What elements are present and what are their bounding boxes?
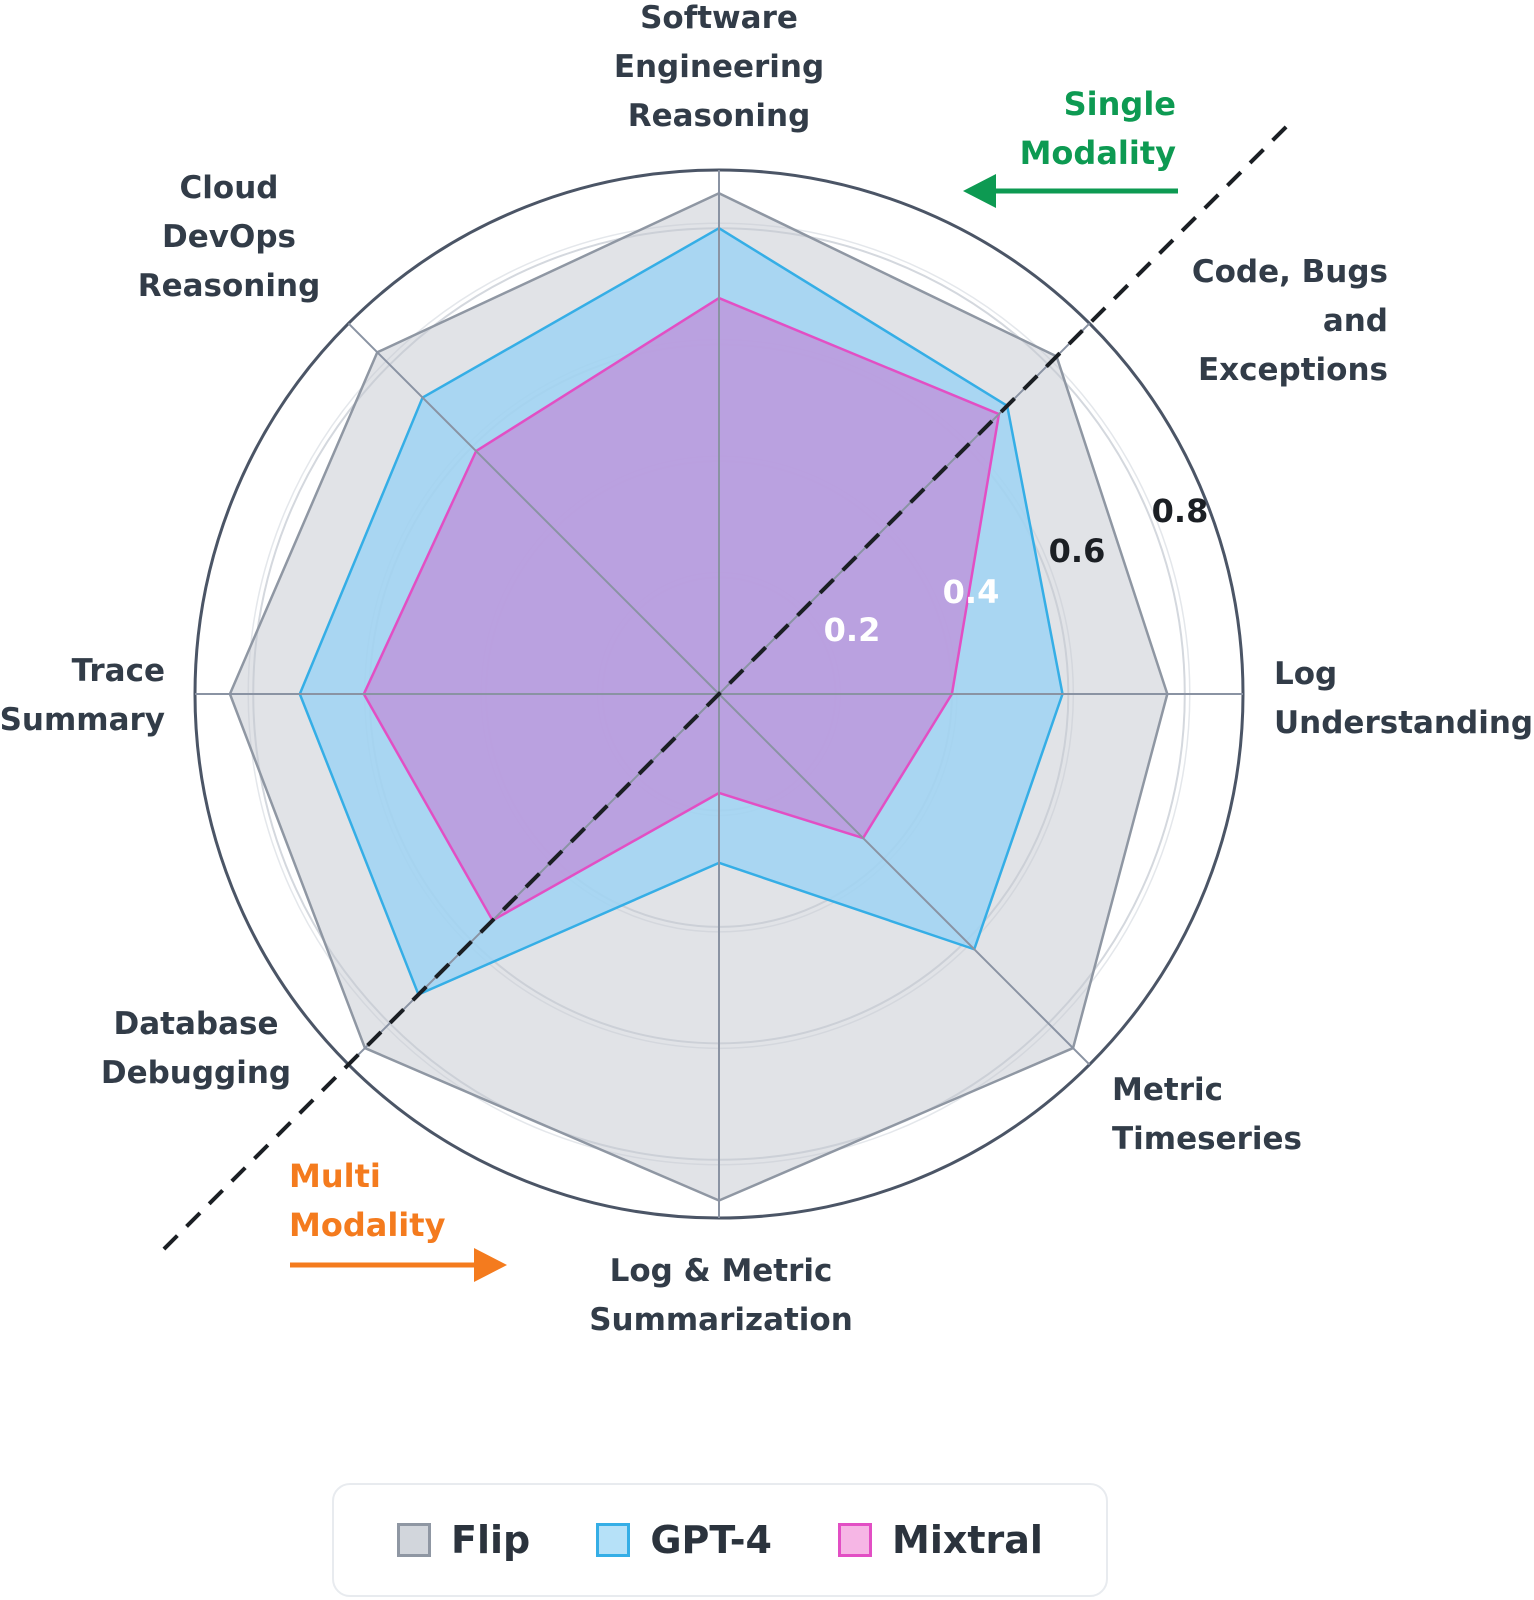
radial-tick-0.4: 0.4 xyxy=(943,573,1000,611)
legend: Flip GPT-4 Mixtral xyxy=(332,1483,1108,1597)
legend-item-flip[interactable]: Flip xyxy=(397,1518,530,1562)
multi-modality-arrow-head xyxy=(474,1248,507,1282)
single-modality-arrow-head xyxy=(963,174,996,208)
legend-label-mixtral: Mixtral xyxy=(892,1518,1043,1562)
legend-swatch-flip xyxy=(397,1523,432,1557)
modality-divider-line xyxy=(160,125,1288,1253)
legend-label-flip: Flip xyxy=(451,1518,531,1562)
spoke-8 xyxy=(347,322,720,695)
radial-tick-0.2: 0.2 xyxy=(824,611,881,649)
legend-item-gpt4[interactable]: GPT-4 xyxy=(596,1518,772,1562)
legend-label-gpt4: GPT-4 xyxy=(650,1518,772,1562)
legend-swatch-mixtral xyxy=(838,1523,872,1557)
spoke-4 xyxy=(718,693,1091,1066)
radial-tick-labels: 0.2 0.4 0.6 0.8 xyxy=(824,492,1209,649)
modality-divider xyxy=(160,125,1288,1253)
radial-tick-0.6: 0.6 xyxy=(1049,532,1106,570)
legend-swatch-gpt4 xyxy=(596,1523,631,1557)
legend-item-mixtral[interactable]: Mixtral xyxy=(838,1518,1043,1562)
radial-tick-0.8: 0.8 xyxy=(1152,492,1209,530)
